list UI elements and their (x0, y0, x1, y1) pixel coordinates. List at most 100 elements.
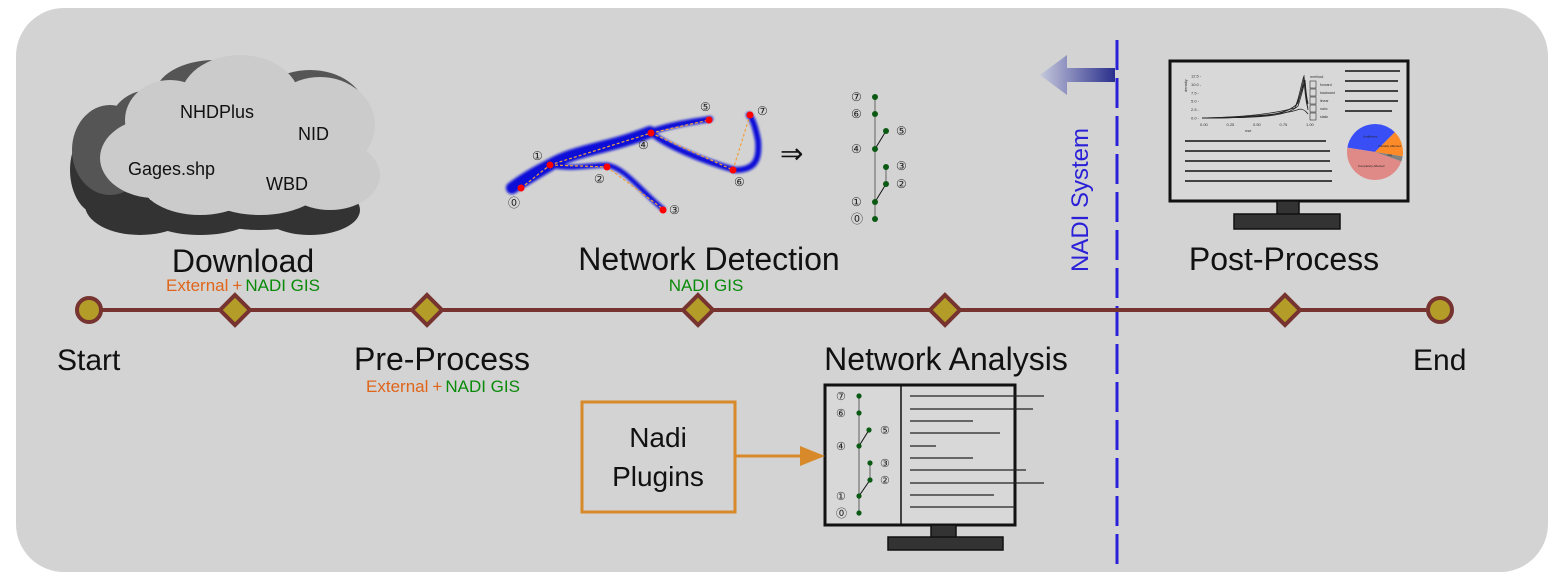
tree-label-2: ② (896, 177, 907, 191)
map-label-0: ⓪ (508, 196, 520, 210)
map-label-4: ④ (638, 138, 649, 152)
stage-network-detection-label: Network Detection (578, 241, 839, 277)
gauge-labels: ⓪ ① ② ③ ④ ⑤ ⑥ ⑦ (508, 100, 768, 217)
analysis-monitor-stand (887, 536, 1004, 551)
monitor-stand (1233, 213, 1341, 230)
tree-label-6: ⑥ (851, 107, 862, 121)
stage-download-label: Download (172, 243, 314, 279)
river-network-map: ⓪ ① ② ③ ④ ⑤ ⑥ ⑦ ⇒ (506, 100, 803, 217)
density-xlabel: nse (1245, 128, 1252, 133)
stage-pre-process-tools: External+NADI GIS (366, 377, 520, 396)
pie-slice-label: Partially Affected (1378, 144, 1401, 148)
tree-node-6 (872, 111, 878, 117)
analysis-label-7: ⑦ (836, 391, 846, 403)
gauge-point-5 (705, 116, 713, 124)
map-label-7: ⑦ (757, 104, 768, 118)
tree-node-2 (883, 181, 889, 187)
start-label: Start (57, 344, 121, 377)
analysis-network-tree: ⑦ ⑥ ⑤ ④ ③ ② ① ⓪ (836, 391, 890, 520)
detected-network-tree: ⑦ ⑥ ⑤ ④ ③ ② ① ⓪ (851, 90, 907, 226)
timeline-end-node (1426, 296, 1454, 324)
nadi-plugins: Nadi Plugins (580, 400, 825, 514)
pie-slice-label: Not (1388, 153, 1393, 157)
tree-label-0: ⓪ (851, 212, 863, 226)
plugins-label-line2: Plugins (612, 461, 704, 492)
legend-swatch (1309, 88, 1317, 97)
density-ytick: 0.0 - (1191, 116, 1200, 121)
stage-download-tools: External+NADI GIS (166, 276, 320, 295)
density-xtick: 0.75 (1280, 122, 1289, 127)
legend-entry: linear (1320, 99, 1329, 103)
pie-slice-label: Unaffected (1363, 134, 1378, 138)
tree-label-4: ④ (851, 142, 862, 156)
density-xtick: 1.00 (1306, 122, 1315, 127)
gauge-point-3 (659, 206, 667, 214)
density-xtick: 0.25 (1227, 122, 1236, 127)
gauge-points (517, 111, 754, 214)
milestone-pre-process (409, 292, 445, 328)
legend-swatch (1309, 96, 1317, 105)
density-ylabel: density (1183, 79, 1188, 92)
map-label-1: ① (532, 149, 543, 163)
pie-slice (1347, 147, 1402, 180)
tree-label-7: ⑦ (851, 90, 862, 104)
tree-node-3 (883, 164, 889, 170)
analysis-label-6: ⑥ (836, 408, 846, 420)
gauge-point-1 (546, 161, 554, 169)
plugins-box (580, 400, 737, 514)
timeline-start-node (75, 296, 103, 324)
data-sources-cloud: NHDPlus NID Gages.shp WBD (70, 55, 380, 235)
stage-network-detection-tools: NADI GIS (669, 276, 744, 295)
map-label-5: ⑤ (700, 100, 711, 114)
analysis-label-0: ⓪ (836, 507, 847, 520)
tree-node-5 (883, 128, 889, 134)
analysis-label-5: ⑤ (880, 425, 890, 437)
pie-slice (1375, 132, 1404, 157)
legend-swatch (1309, 104, 1317, 113)
pie-slice (1375, 152, 1403, 162)
legend-entry: nahc (1320, 107, 1328, 111)
gauge-point-2 (603, 163, 611, 171)
legend-swatch (1309, 80, 1317, 89)
analysis-label-2: ② (880, 475, 890, 487)
stage-network-analysis-label: Network Analysis (824, 341, 1068, 377)
milestone-network-detection (680, 292, 716, 328)
analysis-label-3: ③ (880, 458, 890, 470)
cloud-front (100, 55, 380, 215)
gauge-point-7 (746, 111, 754, 119)
gauge-point-4 (647, 129, 655, 137)
post-process-text-lines (1185, 70, 1400, 182)
tree-label-5: ⑤ (896, 124, 907, 138)
map-label-2: ② (594, 172, 605, 186)
tree-label-3: ③ (896, 159, 907, 173)
density-ytick: 5.0 - (1191, 99, 1200, 104)
pie-slice (1347, 124, 1395, 152)
nadi-system-boundary: NADI System (1040, 40, 1119, 570)
network-analysis-monitor: ⑦ ⑥ ⑤ ④ ③ ② ① ⓪ (823, 383, 1044, 551)
analysis-text-lines (910, 395, 1044, 508)
stage-post-process-label: Post-Process (1189, 241, 1379, 277)
cloud-label-wbd: WBD (266, 174, 308, 194)
river-channels (506, 112, 762, 212)
milestone-download (217, 292, 253, 328)
map-label-6: ⑥ (734, 175, 745, 189)
density-ytick: 7.5 - (1191, 90, 1200, 95)
left-arrow-icon (1040, 55, 1115, 95)
cloud-label-nid: NID (298, 124, 329, 144)
tree-node-4 (872, 146, 878, 152)
stage-pre-process-label: Pre-Process (354, 341, 530, 377)
density-curves (1201, 74, 1309, 119)
cloud-label-gages: Gages.shp (128, 159, 215, 179)
density-ytick: 12.5 - (1191, 74, 1202, 79)
density-xtick: 0.50 (1253, 122, 1262, 127)
end-label: End (1413, 344, 1466, 377)
cloud-label-nhdplus: NHDPlus (180, 102, 254, 122)
legend-title: method (1310, 74, 1323, 79)
milestone-post-process (1267, 292, 1303, 328)
density-ytick: 2.5 - (1191, 107, 1200, 112)
analysis-label-4: ④ (836, 441, 846, 453)
